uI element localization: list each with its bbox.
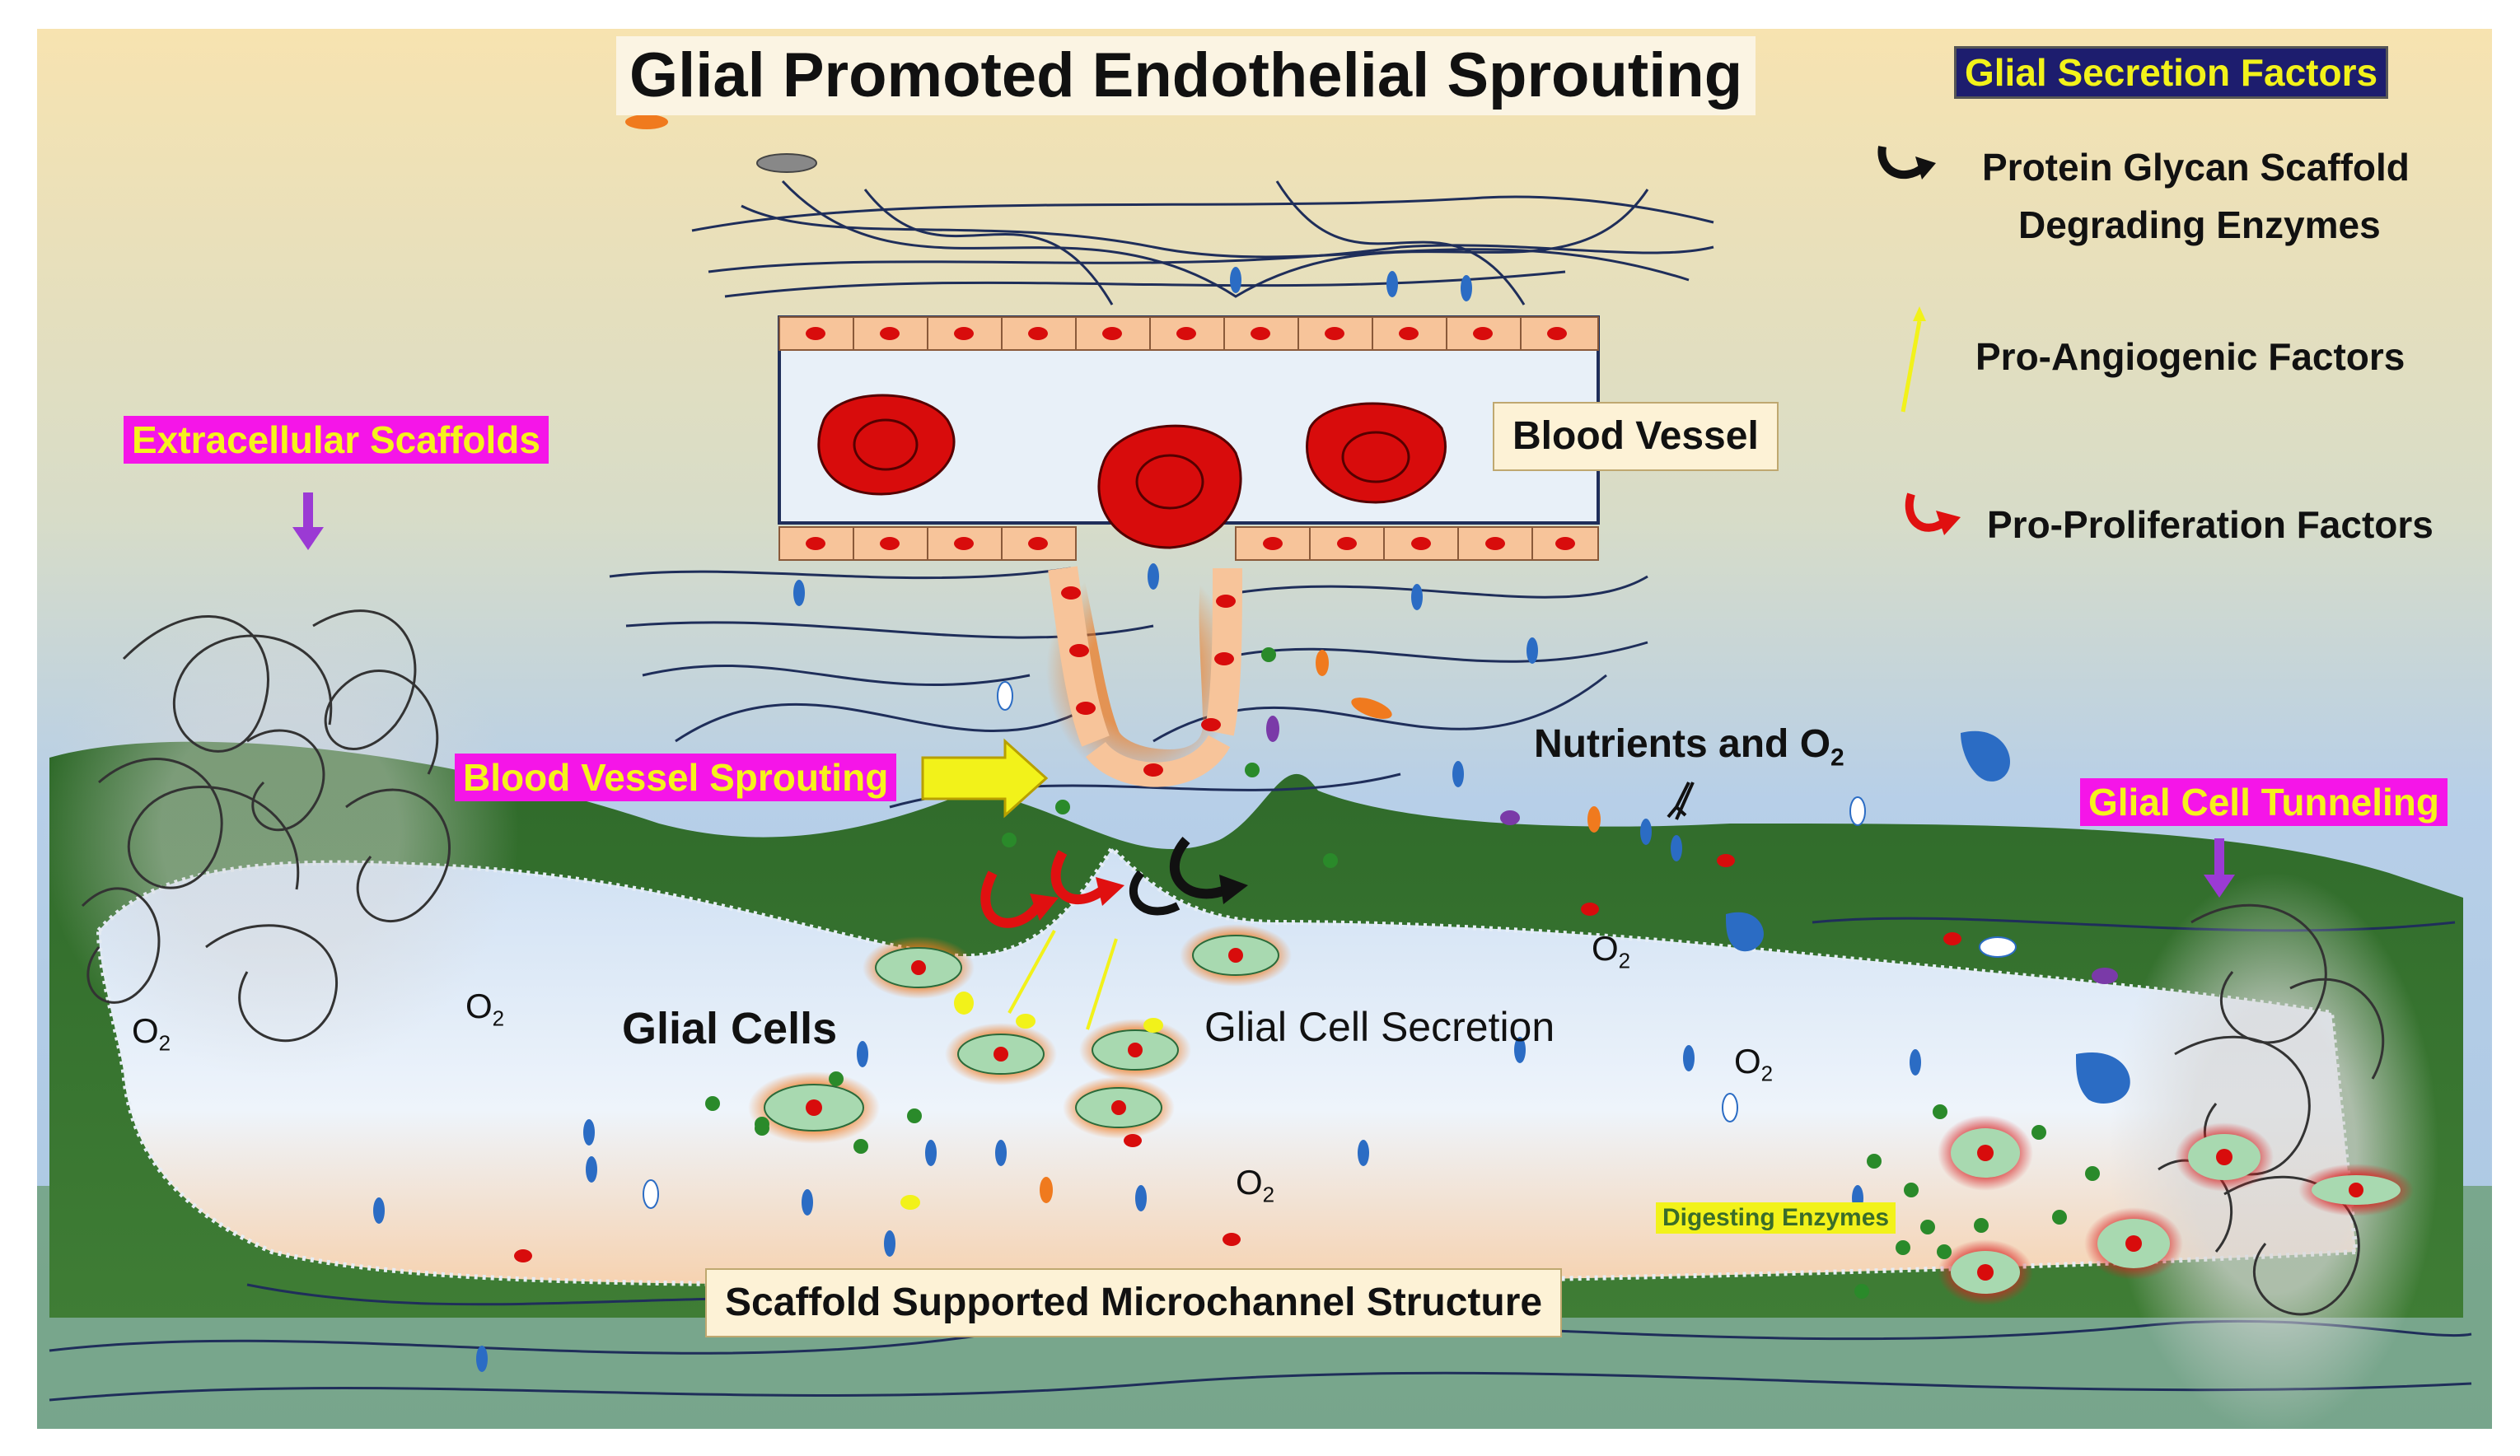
- label-glial-cell-secretion: Glial Cell Secretion: [1204, 1004, 1555, 1050]
- label-blood-vessel: Blood Vessel: [1493, 402, 1779, 471]
- legend-label: Pro-Angiogenic Factors: [1975, 335, 2405, 378]
- vessel-sprout: [1014, 552, 1269, 816]
- legend-label: Protein Glycan Scaffold: [1982, 146, 2410, 189]
- label-blood-vessel-sprouting: Blood Vessel Sprouting: [455, 754, 897, 801]
- nutrient-particles: [373, 114, 2130, 1372]
- o2-sub: 2: [492, 1006, 505, 1031]
- glial-cell: [1938, 1115, 2033, 1191]
- purple-down-arrow-left: [292, 492, 324, 550]
- extracellular-scaffold-left: [41, 585, 519, 1079]
- o2-label: O2: [1734, 1042, 1773, 1086]
- o2-sub: 2: [1760, 1061, 1774, 1086]
- yellow-arrow-icon: [1901, 306, 1926, 413]
- legend-label: Degrading Enzymes: [2018, 203, 2381, 246]
- page-title: Glial Promoted Endothelial Sprouting: [616, 36, 1756, 115]
- o2-label: O2: [132, 1011, 171, 1056]
- glial-cell: [748, 1071, 880, 1144]
- glial-cell: [2084, 1207, 2183, 1280]
- label-glial-cell-tunneling: Glial Cell Tunneling: [2080, 778, 2448, 826]
- microchannel: [96, 844, 2359, 1288]
- label-digesting-enzymes: Digesting Enzymes: [1656, 1202, 1896, 1234]
- glial-cell: [1180, 924, 1292, 987]
- o2-label: O2: [1592, 929, 1630, 973]
- o2-text: O: [1592, 929, 1619, 968]
- o2-sub: 2: [1262, 1182, 1275, 1207]
- o2-text: O: [132, 1011, 159, 1050]
- red-blood-cells: [817, 394, 1447, 549]
- glial-cell: [1079, 1019, 1191, 1081]
- o2-text: O: [465, 987, 493, 1025]
- red-curved-arrow-icon: [1905, 492, 1961, 535]
- glial-cell: [863, 936, 975, 999]
- glial-cell: [2298, 1164, 2414, 1216]
- particle: [756, 153, 817, 173]
- label-glial-cells: Glial Cells: [622, 1004, 838, 1053]
- label-nutrients: Nutrients and O2: [1534, 725, 1844, 771]
- o2-sub: 2: [158, 1030, 171, 1056]
- o2-text: O: [1236, 1163, 1263, 1202]
- label-nutrients-text: Nutrients and O: [1534, 722, 1831, 766]
- legend-label: Pro-Proliferation Factors: [1987, 503, 2434, 546]
- enzyme-stars: [705, 647, 2100, 1299]
- scaffold-fibers-top: [691, 180, 1714, 306]
- o2-text: O: [1734, 1042, 1761, 1080]
- glial-cell: [945, 1023, 1057, 1085]
- purple-down-arrow-right: [2204, 838, 2235, 898]
- tunneling-glial-cells: [1938, 1115, 2414, 1305]
- glial-cell: [1938, 1239, 2033, 1305]
- legend-heading: Glial Secretion Factors: [1954, 46, 2389, 99]
- o2-label: O2: [465, 987, 504, 1031]
- o2-sub: 2: [1618, 948, 1631, 973]
- glial-cell: [2175, 1122, 2274, 1192]
- black-curved-arrow-icon: [1877, 146, 1936, 180]
- glial-cells: [748, 924, 1292, 1144]
- secretion-arrows: [980, 837, 1248, 1030]
- label-extracellular-scaffolds: Extracellular Scaffolds: [124, 416, 549, 464]
- sprouting-arrow: [921, 738, 1049, 819]
- o2-label: O2: [1236, 1163, 1274, 1207]
- label-nutrients-sub: 2: [1830, 744, 1844, 772]
- label-microchannel: Scaffold Supported Microchannel Structur…: [705, 1268, 1563, 1337]
- glial-cell: [1063, 1076, 1175, 1139]
- blood-vessel: [778, 315, 1600, 561]
- extracellular-scaffold-right: [2109, 873, 2438, 1433]
